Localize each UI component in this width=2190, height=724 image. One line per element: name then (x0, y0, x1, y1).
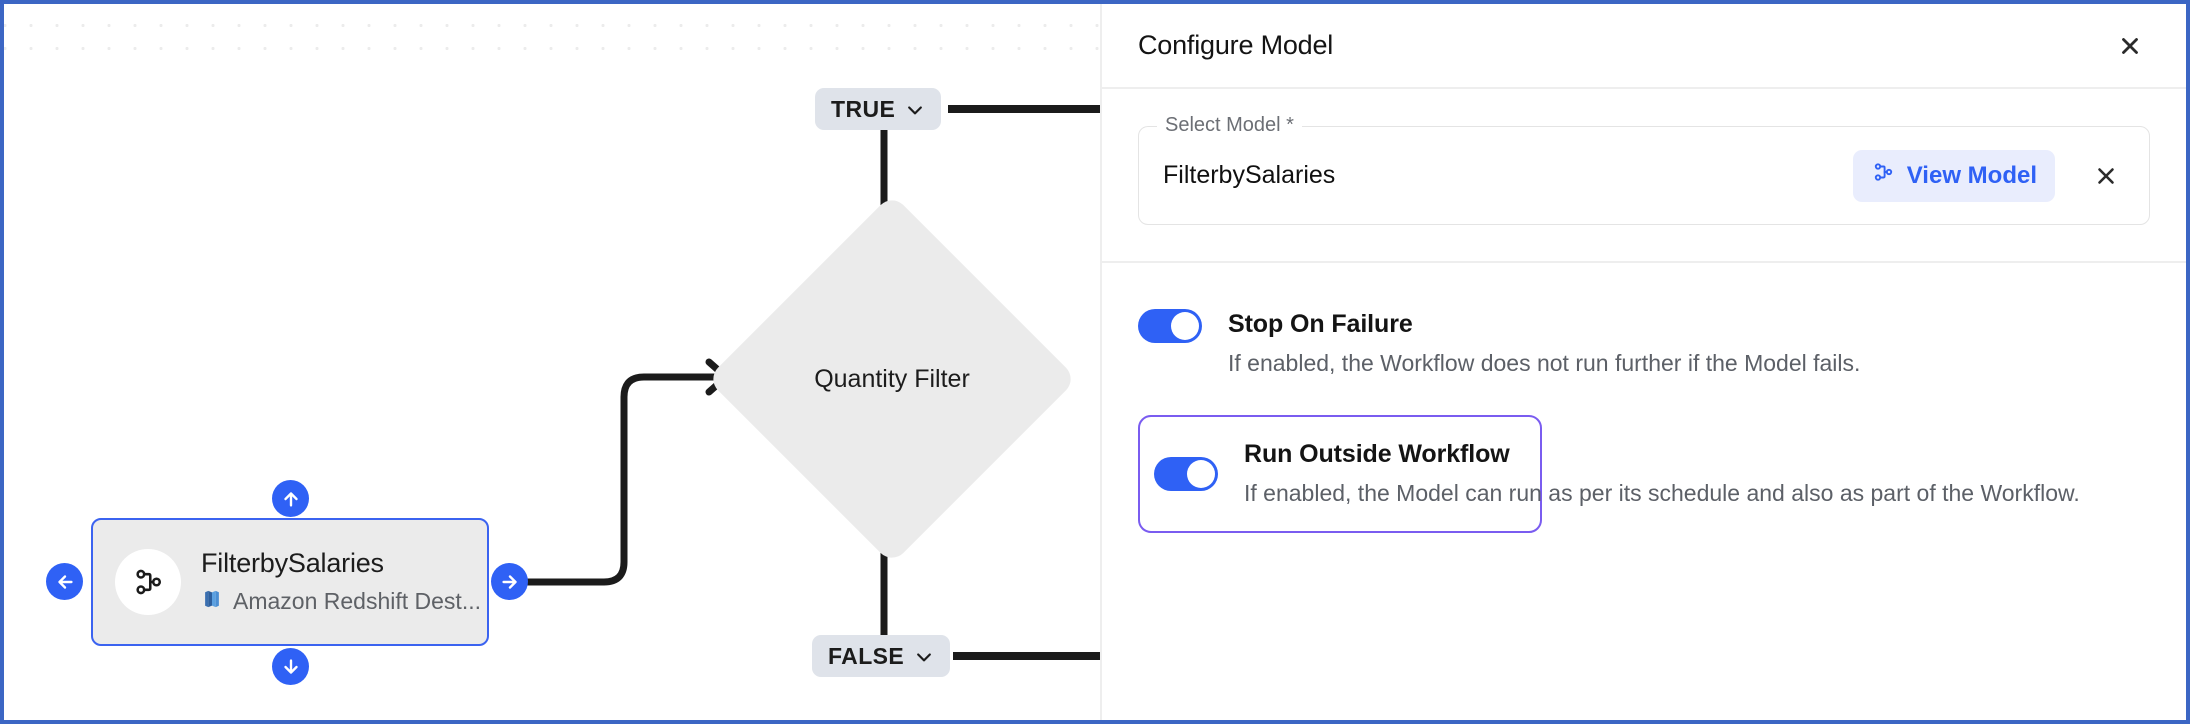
stop-on-failure-description: If enabled, the Workflow does not run fu… (1228, 350, 1861, 376)
model-node-source-label: Amazon Redshift Dest... (233, 587, 481, 614)
model-node-text: FilterbySalaries Amazon Redshift Dest... (201, 548, 481, 615)
arrow-right-icon[interactable] (491, 563, 528, 600)
branch-pill-true-label: TRUE (831, 95, 896, 122)
branch-pill-true[interactable]: TRUE (815, 88, 942, 130)
amazon-redshift-icon (201, 587, 223, 616)
chevron-down-icon[interactable] (905, 99, 925, 119)
select-model-field[interactable]: Select Model * FilterbySalaries View Mod… (1138, 114, 2150, 225)
select-model-section: Select Model * FilterbySalaries View Mod… (1102, 89, 2186, 263)
arrow-up-icon[interactable] (272, 480, 309, 517)
workflow-canvas[interactable]: Quantity Filter TRUE FALSE (4, 4, 1100, 720)
arrow-down-icon[interactable] (272, 648, 309, 685)
panel-header: Configure Model (1102, 4, 2186, 89)
close-icon[interactable] (2110, 26, 2150, 66)
model-branch-icon (115, 549, 181, 615)
toggle-texts: Run Outside Workflow If enabled, the Mod… (1244, 439, 2190, 509)
model-node-source: Amazon Redshift Dest... (201, 587, 481, 616)
branch-pill-false-label: FALSE (828, 642, 905, 669)
run-outside-workflow-label: Run Outside Workflow (1244, 439, 1510, 468)
stop-on-failure-toggle[interactable] (1138, 309, 1202, 343)
toggle-row-stop-on-failure: Stop On Failure If enabled, the Workflow… (1138, 293, 2150, 395)
chevron-down-icon[interactable] (914, 646, 934, 666)
toggle-row-run-outside-workflow: Run Outside Workflow If enabled, the Mod… (1138, 414, 2080, 533)
select-model-label: Select Model * (1157, 114, 1302, 137)
toggle-knob (1187, 459, 1215, 488)
model-node[interactable]: FilterbySalaries Amazon Redshift Dest... (91, 518, 489, 646)
select-model-value: FilterbySalaries (1163, 161, 1336, 189)
page-title: Configure Model (1138, 30, 1334, 60)
run-outside-workflow-description: If enabled, the Model can run as per its… (1244, 479, 2080, 506)
clear-model-button[interactable] (2085, 155, 2127, 197)
options-section: Stop On Failure If enabled, the Workflow… (1102, 263, 2186, 533)
decision-node-label: Quantity Filter (814, 364, 970, 393)
branch-pill-false[interactable]: FALSE (812, 635, 951, 677)
arrow-left-icon[interactable] (46, 563, 83, 600)
toggle-texts: Stop On Failure If enabled, the Workflow… (1228, 309, 1860, 379)
run-outside-workflow-toggle[interactable] (1154, 456, 1218, 491)
view-model-button[interactable]: View Model (1852, 149, 2055, 202)
view-model-button-label: View Model (1906, 161, 2037, 189)
stop-on-failure-label: Stop On Failure (1228, 310, 1413, 338)
configure-model-panel: Configure Model Select Model * FilterbyS… (1100, 4, 2186, 720)
model-branch-icon (1871, 160, 1895, 191)
model-node-title: FilterbySalaries (201, 548, 384, 579)
toggle-knob (1171, 312, 1199, 340)
edge-node-to-decision (524, 373, 708, 586)
